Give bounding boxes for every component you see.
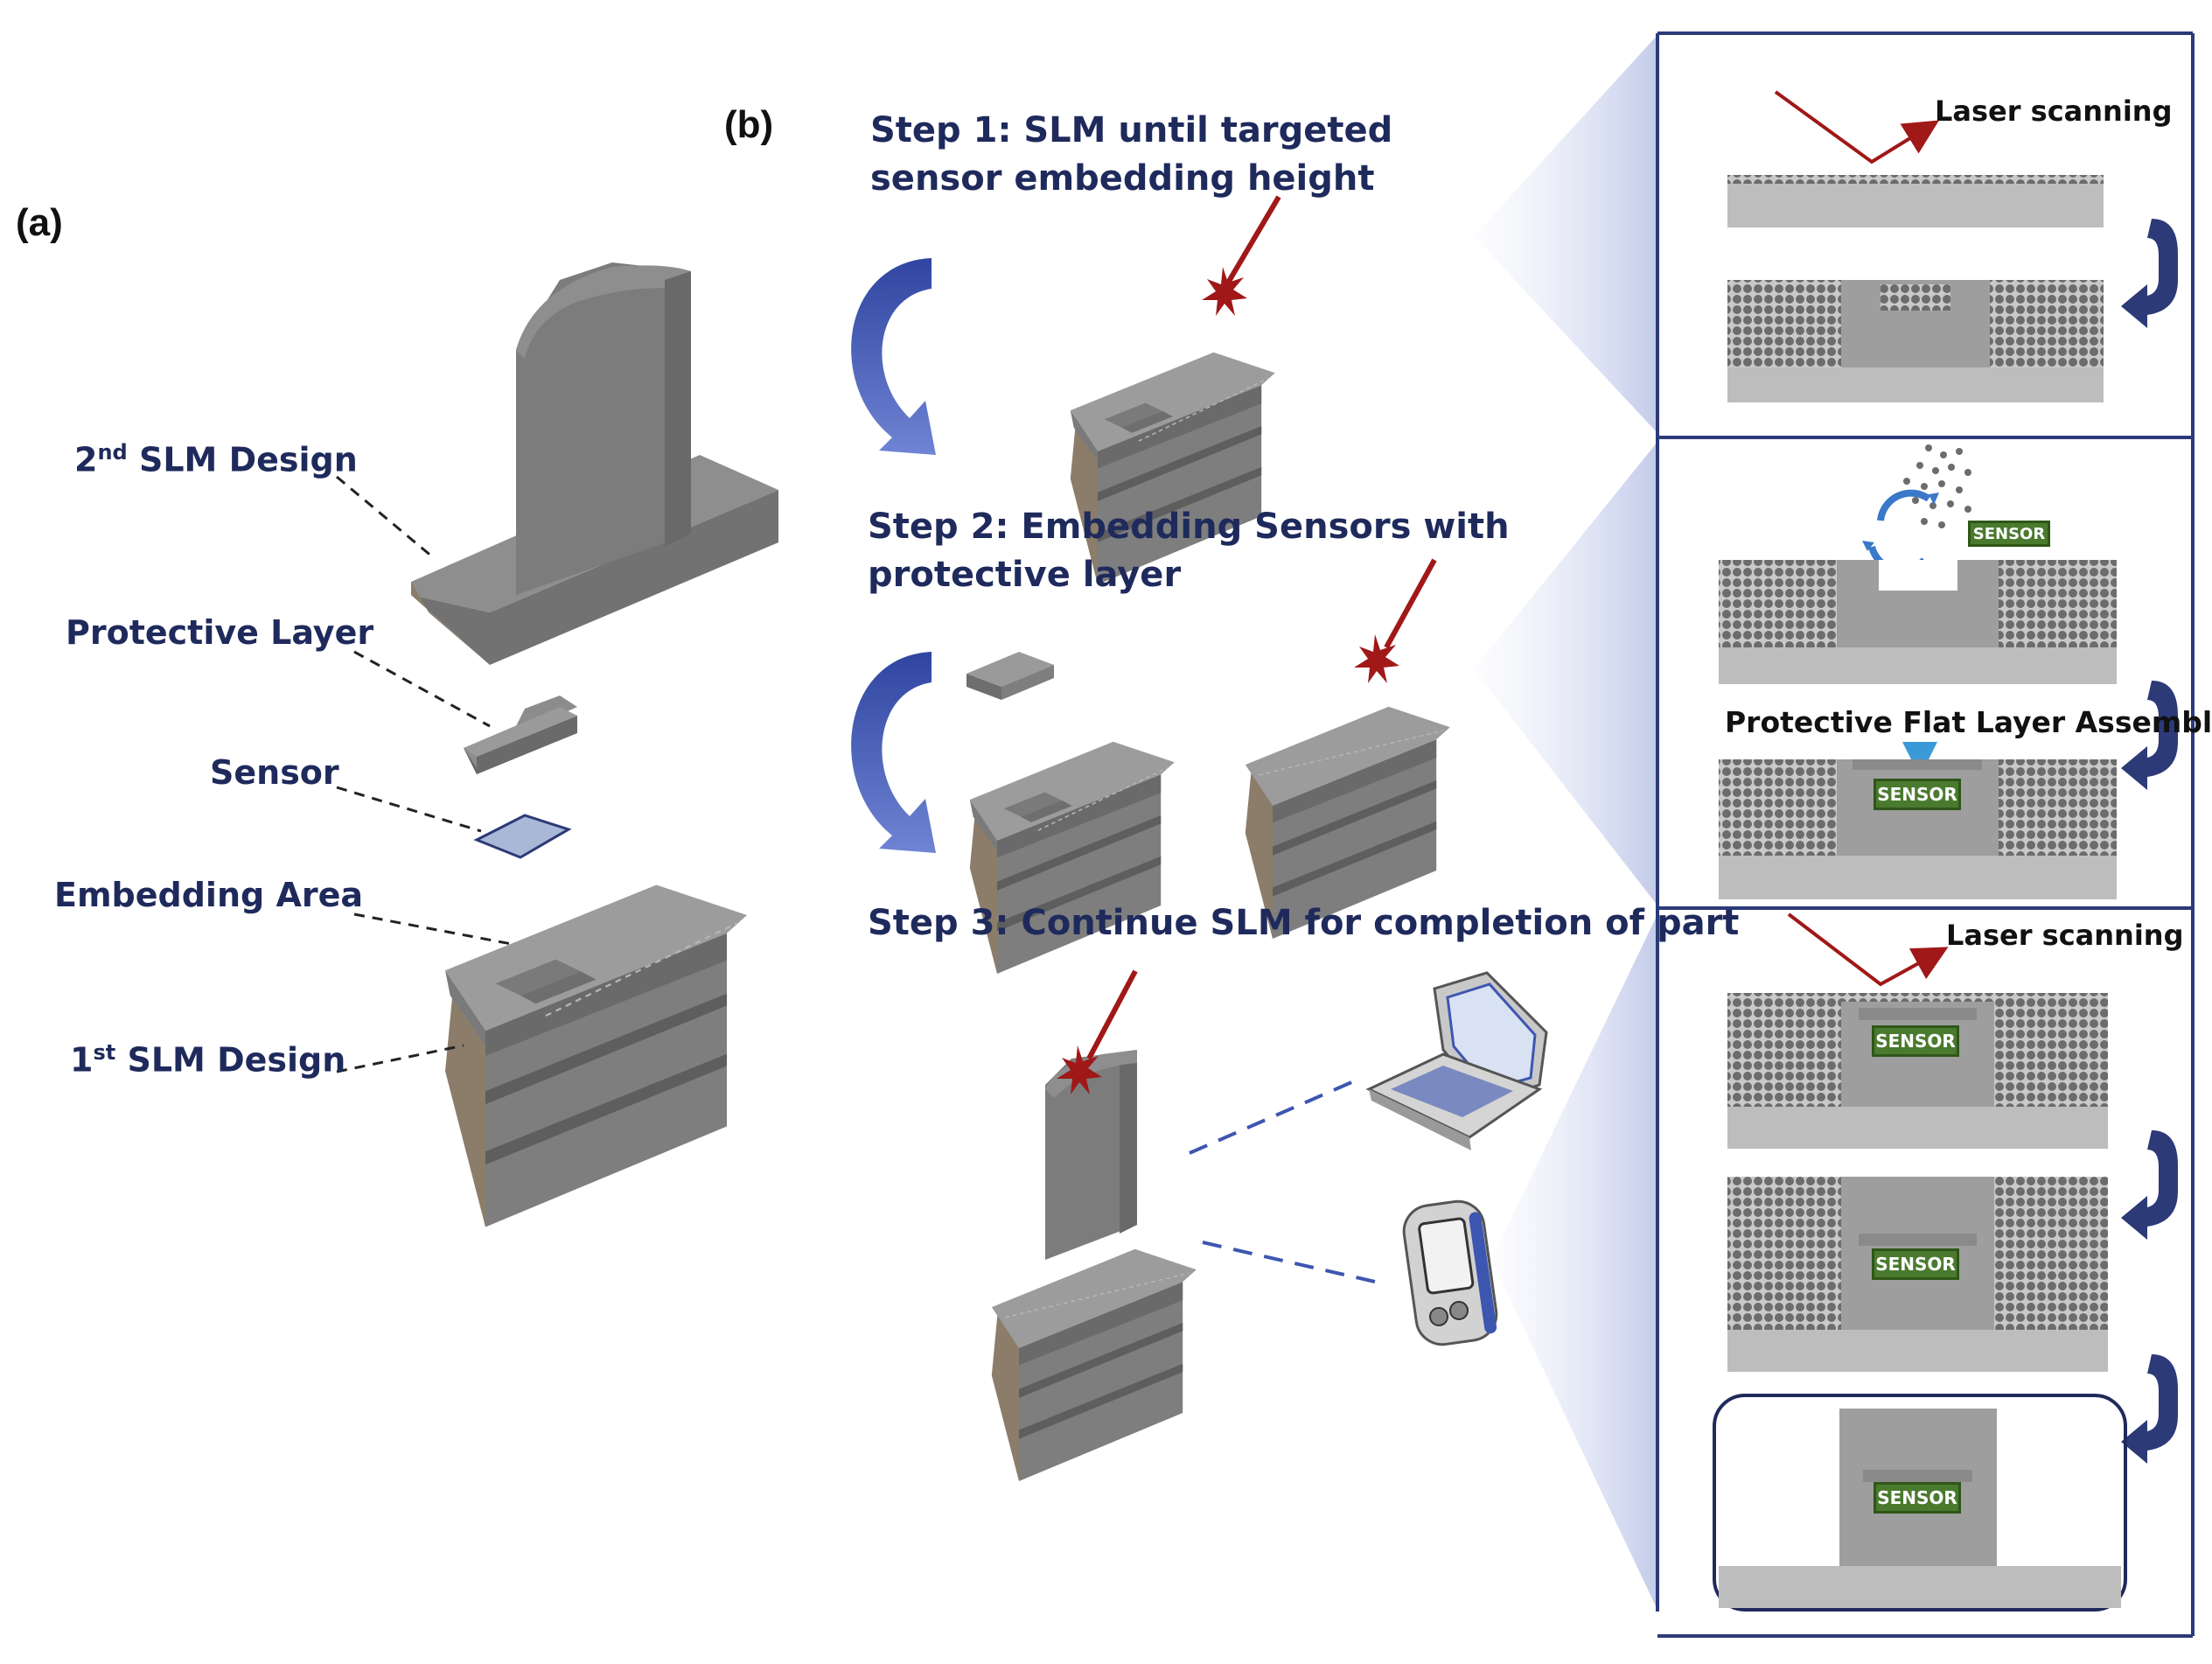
laser-beam-icon — [1222, 195, 1281, 290]
pda-device-icon — [1402, 1199, 1498, 1346]
sensor-tag: SENSOR — [1874, 779, 1961, 810]
step-1-line-2: sensor embedding height — [870, 158, 1375, 199]
detail-box-1 — [1727, 90, 2178, 402]
down-return-arrow-icon — [2121, 1130, 2178, 1240]
curved-arrow-icon — [851, 258, 936, 455]
sensor-tag: SENSOR — [1872, 1248, 1959, 1280]
step-2-line-2: protective layer — [868, 555, 1182, 596]
step-3-caption: Step 3: Continue SLM for completion of p… — [868, 899, 1739, 947]
laptop-icon — [1365, 971, 1548, 1150]
curved-arrow-icon — [851, 652, 936, 853]
sensor-tag: SENSOR — [1968, 521, 2050, 547]
down-return-arrow-icon — [2121, 219, 2178, 328]
step-2-line-1: Step 2: Embedding Sensors with — [868, 507, 1510, 547]
laser-spot-icon — [1202, 267, 1247, 316]
zoom-wedge — [1491, 914, 1657, 1610]
sensor-tag: SENSOR — [1874, 1482, 1961, 1514]
laser-spot-icon — [1057, 1045, 1102, 1094]
sensor-chip — [473, 814, 572, 859]
leader-lines — [336, 475, 517, 1073]
zoom-wedge — [1474, 35, 1657, 433]
sensor-tag: SENSOR — [1872, 1025, 1959, 1057]
step2-protective-layer — [966, 652, 1054, 700]
powder-particles — [1903, 444, 1971, 528]
step-3-line-1: Step 3: Continue SLM for completion of p… — [868, 903, 1740, 943]
detail-frame — [1656, 31, 2195, 1638]
down-return-arrow-icon — [2121, 681, 2178, 790]
protective-layer-part — [464, 696, 577, 774]
step3-completed-part — [991, 1050, 1197, 1482]
panel-a-tag: (a) — [16, 201, 63, 244]
label-sensor: Sensor — [210, 753, 339, 792]
detail-box-2 — [1719, 444, 2178, 899]
label-second-slm-design: 2nd SLM Design — [74, 440, 358, 479]
first-slm-design-part — [443, 884, 749, 1228]
wireless-links — [1189, 1079, 1387, 1286]
laser-spot-icon — [1354, 634, 1399, 683]
second-slm-design-part — [411, 262, 778, 665]
zoom-wedge — [1474, 442, 1657, 905]
label-protective-layer: Protective Layer — [66, 613, 374, 652]
label-embedding-area: Embedding Area — [54, 876, 364, 914]
laser-scanning-label-1: Laser scanning — [1935, 94, 2173, 128]
protective-assembly-label: Protective Flat Layer Assembly — [1725, 705, 2212, 739]
down-return-arrow-icon — [2121, 1354, 2178, 1464]
step-1-caption: Step 1: SLM until targeted sensor embedd… — [870, 107, 1392, 203]
panel-b-tag: (b) — [724, 103, 774, 146]
laser-scanning-label-2: Laser scanning — [1946, 919, 2184, 952]
label-first-slm-design: 1st SLM Design — [70, 1040, 346, 1080]
laser-beam-icon — [1384, 558, 1437, 649]
laser-beam-icon — [1086, 969, 1138, 1060]
step-2-caption: Step 2: Embedding Sensors with protectiv… — [868, 503, 1510, 599]
step-1-line-1: Step 1: SLM until targeted — [870, 110, 1393, 150]
